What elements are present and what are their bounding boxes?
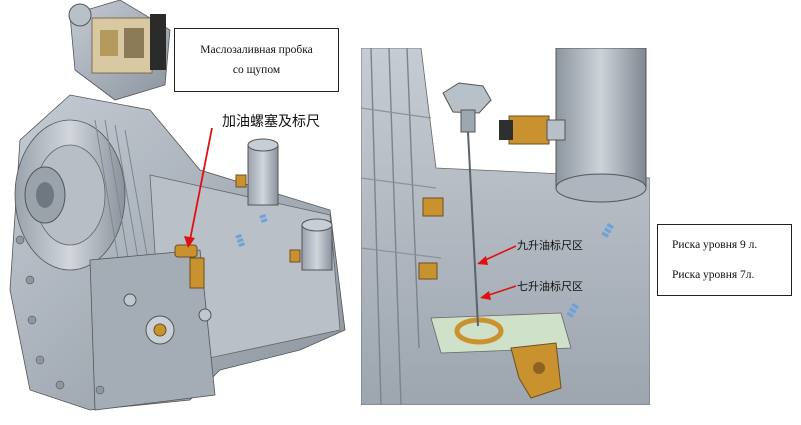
seven-litre-chinese-label: 七升油标尺区 xyxy=(517,280,583,293)
svg-text:▮▮▮: ▮▮▮ xyxy=(234,233,247,248)
svg-text:▮▮: ▮▮ xyxy=(258,213,269,224)
filler-plug-arrow xyxy=(184,127,213,248)
nine-litre-chinese-label: 九升油标尺区 xyxy=(517,239,583,252)
nine-litre-arrow xyxy=(477,245,517,265)
oil-level-7l-label: Риска уровня 7л. xyxy=(672,269,755,281)
filler-plug-callout-line2: со щупом xyxy=(232,64,281,76)
dipstick-drawing: ▮▮▮ ▮▮▮ xyxy=(361,48,650,405)
filler-plug-callout-line1: Маслозаливная пробка xyxy=(200,44,313,56)
oil-level-9l-label: Риска уровня 9 л. xyxy=(672,239,758,251)
sensor-plug xyxy=(499,115,566,145)
gearbox-drawing: ▮▮▮ ▮▮ xyxy=(9,0,346,411)
dipstick-closeup-illustration: ▮▮▮ ▮▮▮ xyxy=(361,48,650,405)
filler-plug-callout: Маслозаливная пробка со щупом xyxy=(174,28,339,92)
pto-unit xyxy=(68,0,171,101)
gearbox-housing: ▮▮▮ ▮▮ xyxy=(9,94,346,411)
oil-level-callout: Риска уровня 9 л. Риска уровня 7л. xyxy=(657,224,792,296)
seven-litre-arrow xyxy=(480,285,517,300)
filler-plug-chinese-label: 加油螺塞及标尺 xyxy=(222,114,320,130)
dipstick xyxy=(442,82,492,327)
gearbox-illustration: ▮▮▮ ▮▮ xyxy=(0,0,352,425)
